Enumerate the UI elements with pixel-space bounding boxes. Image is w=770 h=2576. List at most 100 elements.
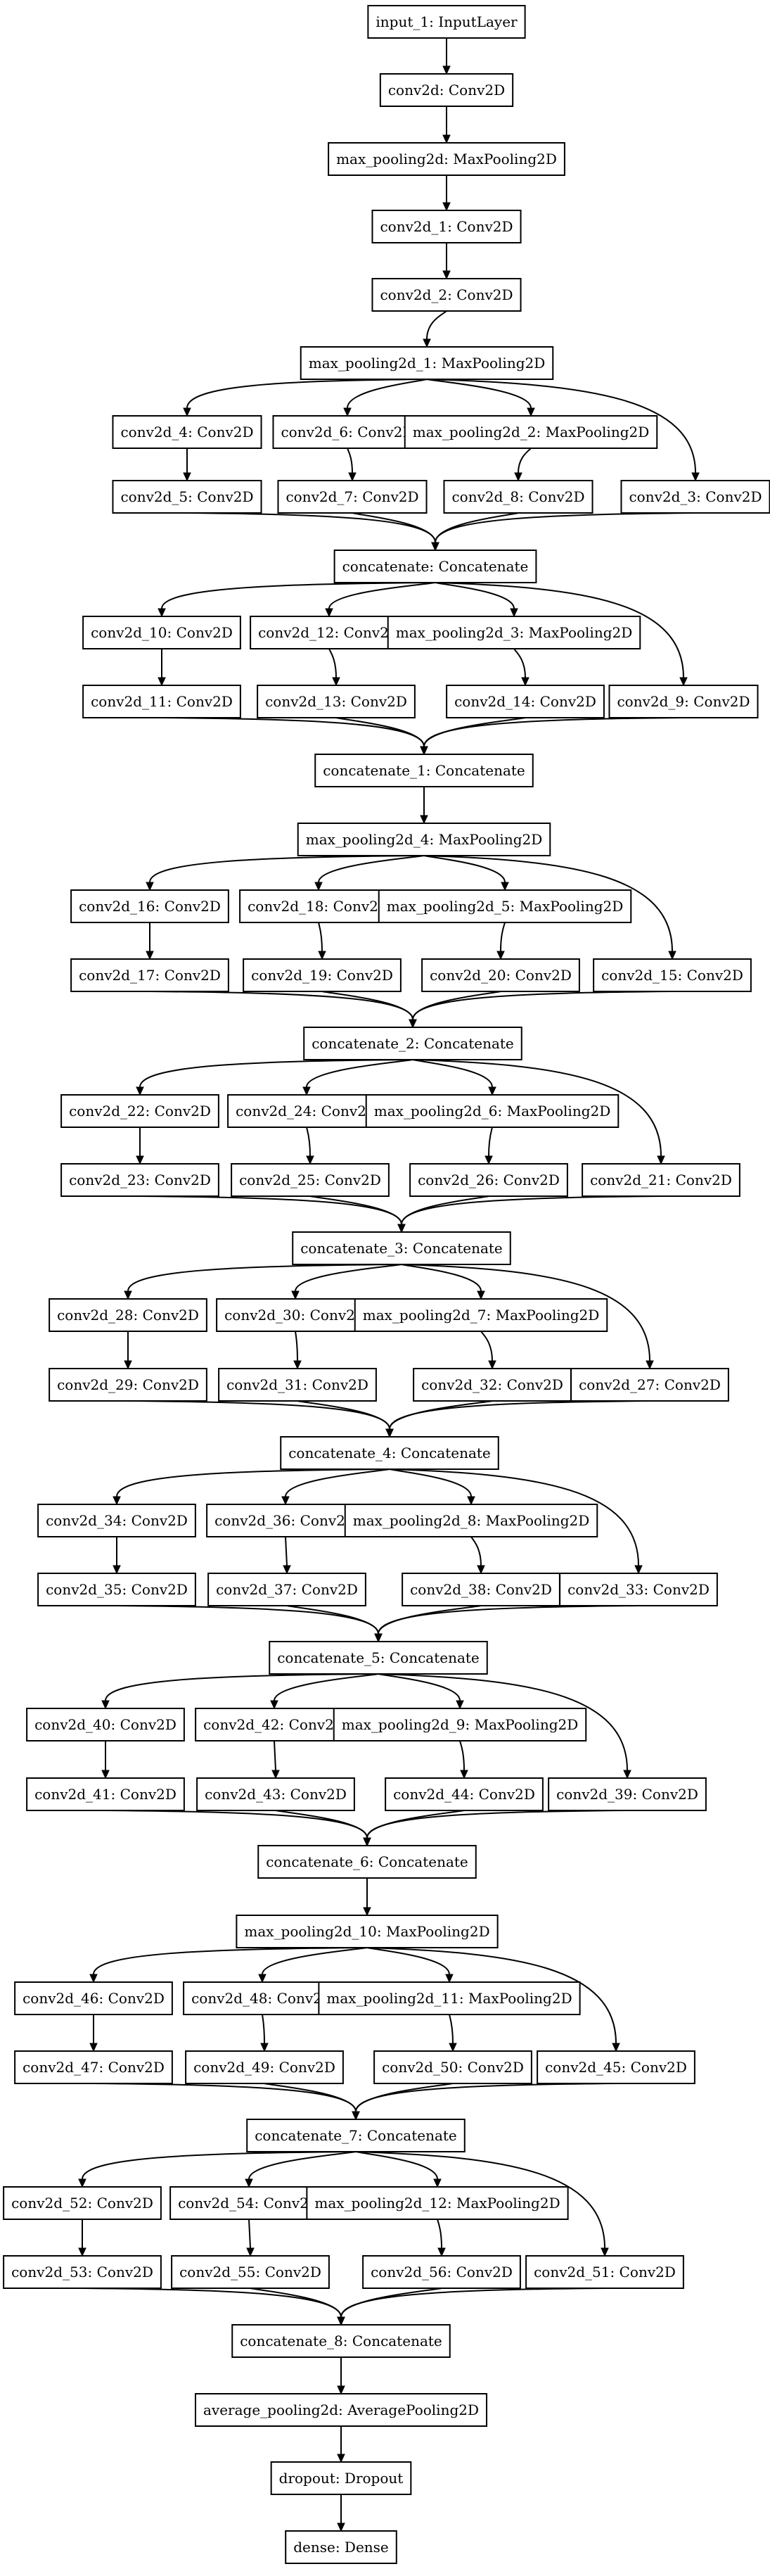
arrowhead-conv2d_43 (271, 1770, 280, 1779)
node-max_pooling2d_1: max_pooling2d_1: MaxPooling2D (300, 346, 554, 380)
edge-conv2d_29-to-concatenate_4 (127, 1400, 390, 1430)
edge-conv2d_50-to-concatenate_7 (355, 2083, 454, 2112)
edge-conv2d_17-to-concatenate_2 (149, 991, 413, 1020)
node-box-conv2d_17 (70, 958, 229, 992)
node-conv2d_25: conv2d_25: Conv2D (231, 1163, 390, 1197)
node-conv2d_35: conv2d_35: Conv2D (37, 1573, 196, 1606)
node-label-conv2d_22: conv2d_22: Conv2D (69, 1103, 211, 1119)
arrowhead-conv2d_14 (521, 677, 530, 687)
node-box-conv2d_47 (14, 2050, 173, 2084)
edge-max_pooling2d_12-to-conv2d_56 (437, 2219, 442, 2249)
node-label-conv2d_29: conv2d_29: Conv2D (57, 1376, 199, 1393)
node-box-conv2d_43 (196, 1777, 355, 1811)
node-box-conv2d_16 (70, 889, 229, 923)
node-box-conv2d_39 (548, 1777, 707, 1811)
node-label-conv2d_14: conv2d_14: Conv2D (454, 693, 596, 710)
node-box-max_pooling2d_7 (354, 1298, 608, 1332)
edge-max_pooling2d_3-to-conv2d_14 (513, 648, 526, 678)
edge-conv2d_14-to-concatenate_1 (423, 717, 526, 747)
edge-max_pooling2d_4-to-conv2d_16 (149, 855, 425, 883)
arrowhead-conv2d_12 (325, 608, 333, 618)
edge-concatenate_7-to-conv2d_52 (82, 2151, 357, 2180)
edge-concatenate_7-to-max_pooling2d_12 (355, 2151, 438, 2180)
node-label-conv2d_41: conv2d_41: Conv2D (34, 1786, 177, 1803)
arrowhead-max_pooling2d_1 (423, 338, 431, 348)
node-label-conv2d_44: conv2d_44: Conv2D (393, 1786, 535, 1803)
edge-max_pooling2d_1-to-conv2d_4 (186, 379, 428, 409)
node-label-max_pooling2d_11: max_pooling2d_11: MaxPooling2D (326, 1990, 572, 2007)
node-max_pooling2d_3: max_pooling2d_3: MaxPooling2D (387, 616, 641, 649)
node-label-conv2d_3: conv2d_3: Conv2D (629, 488, 762, 505)
edge-concatenate-to-max_pooling2d_3 (435, 582, 515, 609)
node-box-conv2d_44 (385, 1777, 544, 1811)
arrowhead-conv2d_47 (89, 2043, 98, 2052)
node-box-conv2d_51 (525, 2255, 684, 2289)
arrowhead-conv2d_31 (293, 1360, 302, 1370)
node-box-conv2d_52 (3, 2186, 162, 2220)
arrowhead-conv2d_41 (101, 1770, 110, 1779)
node-conv2d_30: conv2d_30: Conv2D (216, 1298, 375, 1332)
edge-conv2d_51-to-concatenate_8 (340, 2288, 605, 2318)
node-conv2d_16: conv2d_16: Conv2D (70, 889, 229, 923)
edge-concatenate_2-to-conv2d_21 (412, 1059, 662, 1157)
node-box-conv2d_4 (112, 415, 262, 449)
arrowhead-conv2d_33 (634, 1565, 643, 1575)
node-conv2d_43: conv2d_43: Conv2D (196, 1777, 355, 1811)
arrowhead-conv2d_1 (442, 202, 451, 212)
edge-conv2d_35-to-concatenate_5 (116, 1605, 379, 1635)
node-conv2d_13: conv2d_13: Conv2D (257, 685, 416, 718)
node-box-conv2d_53 (3, 2255, 162, 2289)
arrowhead-dense (337, 2523, 345, 2532)
node-box-conv2d_28 (49, 1298, 207, 1332)
arrowhead-conv2d_56 (437, 2247, 446, 2257)
edge-conv2d_26-to-concatenate_3 (401, 1195, 489, 1225)
arrowhead-max_pooling2d_8 (467, 1496, 475, 1506)
node-box-concatenate_7 (246, 2119, 466, 2152)
node-conv2d_47: conv2d_47: Conv2D (14, 2050, 173, 2084)
node-box-conv2d_1 (371, 210, 522, 243)
arrowhead-conv2d_49 (260, 2043, 269, 2052)
edge-conv2d_19-to-concatenate_2 (321, 991, 413, 1020)
node-box-concatenate_1 (314, 754, 534, 787)
node-label-conv2d_48: conv2d_48: Conv2D (191, 1990, 333, 2007)
edge-concatenate_5-to-max_pooling2d_9 (378, 1673, 461, 1701)
edge-max_pooling2d_4-to-conv2d_15 (423, 855, 673, 952)
node-input_1: input_1: InputLayer (367, 5, 526, 39)
arrowhead-concatenate_5 (374, 1633, 383, 1643)
arrowhead-conv2d_8 (514, 472, 522, 482)
node-box-max_pooling2d_8 (344, 1504, 598, 1537)
node-label-conv2d_38: conv2d_38: Conv2D (410, 1581, 552, 1598)
arrowhead-conv2d_13 (332, 677, 340, 687)
edge-conv2d_3-to-concatenate (435, 512, 696, 543)
node-max_pooling2d_4: max_pooling2d_4: MaxPooling2D (297, 823, 551, 856)
arrowhead-conv2d_17 (146, 951, 154, 960)
edge-conv2d_36-to-conv2d_37 (285, 1536, 288, 1566)
node-conv2d_17: conv2d_17: Conv2D (70, 958, 229, 992)
arrowhead-max_pooling2d_3 (510, 608, 518, 618)
edge-concatenate_3-to-conv2d_27 (401, 1264, 650, 1362)
node-conv2d_33: conv2d_33: Conv2D (559, 1573, 718, 1606)
node-box-max_pooling2d_2 (404, 415, 658, 449)
arrowhead-conv2d_44 (460, 1770, 468, 1779)
edge-conv2d_7-to-concatenate (352, 512, 436, 543)
node-label-conv2d_20: conv2d_20: Conv2D (430, 967, 572, 984)
node-concatenate_8: concatenate_8: Concatenate (231, 2324, 451, 2358)
arrowhead-conv2d_19 (318, 951, 326, 960)
node-label-conv2d_40: conv2d_40: Conv2D (34, 1716, 177, 1733)
node-label-conv2d_10: conv2d_10: Conv2D (91, 624, 233, 641)
edge-conv2d_5-to-concatenate (186, 512, 436, 543)
arrowhead-dropout (337, 2454, 345, 2463)
node-label-conv2d_50: conv2d_50: Conv2D (382, 2059, 524, 2076)
node-label-conv2d_52: conv2d_52: Conv2D (11, 2195, 153, 2212)
node-label-conv2d_5: conv2d_5: Conv2D (120, 488, 253, 505)
node-concatenate: concatenate: Concatenate (333, 550, 537, 583)
arrowhead-max_pooling2d_6 (488, 1086, 496, 1096)
node-label-conv2d_36: conv2d_36: Conv2D (214, 1512, 357, 1529)
node-box-conv2d_40 (26, 1708, 185, 1741)
node-average_pooling2d: average_pooling2d: AveragePooling2D (194, 2393, 488, 2427)
node-label-conv2d_47: conv2d_47: Conv2D (23, 2059, 165, 2076)
arrowhead-max_pooling2d_9 (456, 1700, 464, 1710)
edge-conv2d_9-to-concatenate_1 (423, 717, 684, 747)
node-concatenate_7: concatenate_7: Concatenate (246, 2119, 466, 2152)
arrowhead-concatenate_2 (409, 1019, 417, 1029)
